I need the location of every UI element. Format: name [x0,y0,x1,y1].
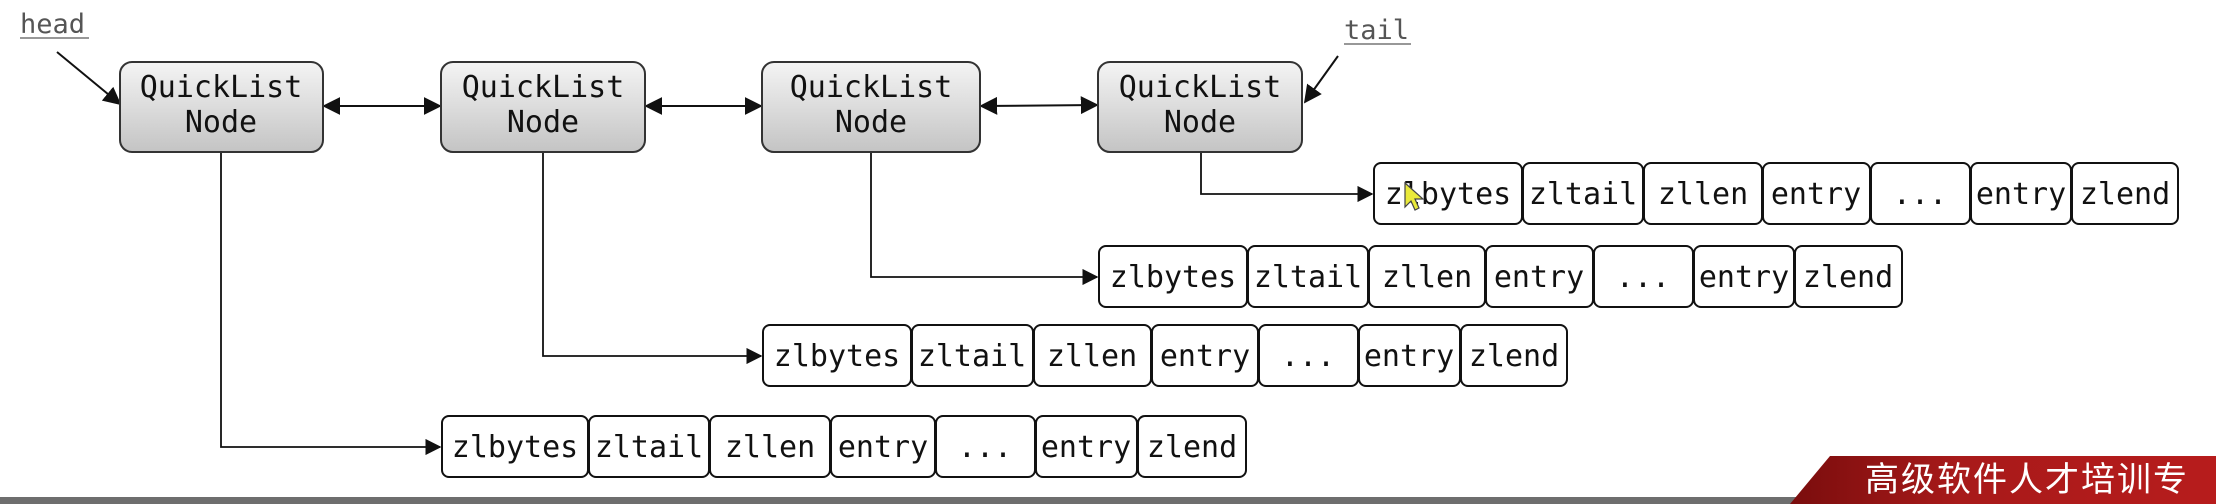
ziplist-row: zlbytes zltail zllen entry ... entry zle… [1373,162,2179,225]
bottom-bar [0,497,1800,504]
zllen-cell: zllen [1047,339,1137,374]
zlend-cell: zlend [2080,177,2170,212]
ellipsis-cell: ... [1281,339,1335,374]
ellipsis-cell: ... [958,430,1012,465]
entry-cell: entry [1041,430,1131,465]
entry-cell: entry [1364,339,1454,374]
node-subtitle: Node [835,105,907,140]
zltail-cell: zltail [1529,177,1637,212]
node-subtitle: Node [507,105,579,140]
quicklist-node: QuickList Node [1097,61,1303,153]
quicklist-node: QuickList Node [119,61,324,153]
zlbytes-cell: zlbytes [1385,177,1511,212]
brand-banner: 高级软件人才培训专 [1790,456,2216,504]
node4-ziplist-link [1200,152,1374,203]
zlend-cell: zlend [1469,339,1559,374]
entry-cell: entry [1976,177,2066,212]
tail-pointer-label: tail [1344,15,1409,46]
ellipsis-cell: ... [1616,260,1670,295]
node-title: QuickList [462,70,625,105]
entry-cell: entry [838,430,928,465]
node-link-3-4 [979,96,1099,115]
quicklist-node: QuickList Node [440,61,646,153]
zlend-cell: zlend [1803,260,1893,295]
node-title: QuickList [790,70,953,105]
tail-arrow [1303,55,1339,104]
node-title: QuickList [140,70,303,105]
zllen-cell: zllen [725,430,815,465]
node-subtitle: Node [1164,105,1236,140]
zlbytes-cell: zlbytes [452,430,578,465]
quicklist-node: QuickList Node [761,61,981,153]
ziplist-row: zlbytes zltail zllen entry ... entry zle… [1098,245,1903,308]
mouse-cursor-icon [1404,181,1425,211]
node3-ziplist-link [870,152,1099,286]
zltail-cell: zltail [918,339,1026,374]
zlbytes-cell: zlbytes [774,339,900,374]
node-subtitle: Node [185,105,257,140]
zltail-cell: zltail [1254,260,1362,295]
ziplist-row: zlbytes zltail zllen entry ... entry zle… [441,415,1247,478]
head-arrow [56,51,122,106]
entry-cell: entry [1771,177,1861,212]
entry-cell: entry [1160,339,1250,374]
zlend-cell: zlend [1147,430,1237,465]
node2-ziplist-link [542,152,763,365]
zlbytes-cell: zlbytes [1110,260,1236,295]
ziplist-row: zlbytes zltail zllen entry ... entry zle… [762,324,1568,387]
ellipsis-cell: ... [1893,177,1947,212]
zllen-cell: zllen [1658,177,1748,212]
head-pointer-label: head [20,9,85,40]
entry-cell: entry [1699,260,1789,295]
zltail-cell: zltail [595,430,703,465]
node-title: QuickList [1119,70,1282,105]
entry-cell: entry [1494,260,1584,295]
node1-ziplist-link [220,152,442,456]
zllen-cell: zllen [1382,260,1472,295]
